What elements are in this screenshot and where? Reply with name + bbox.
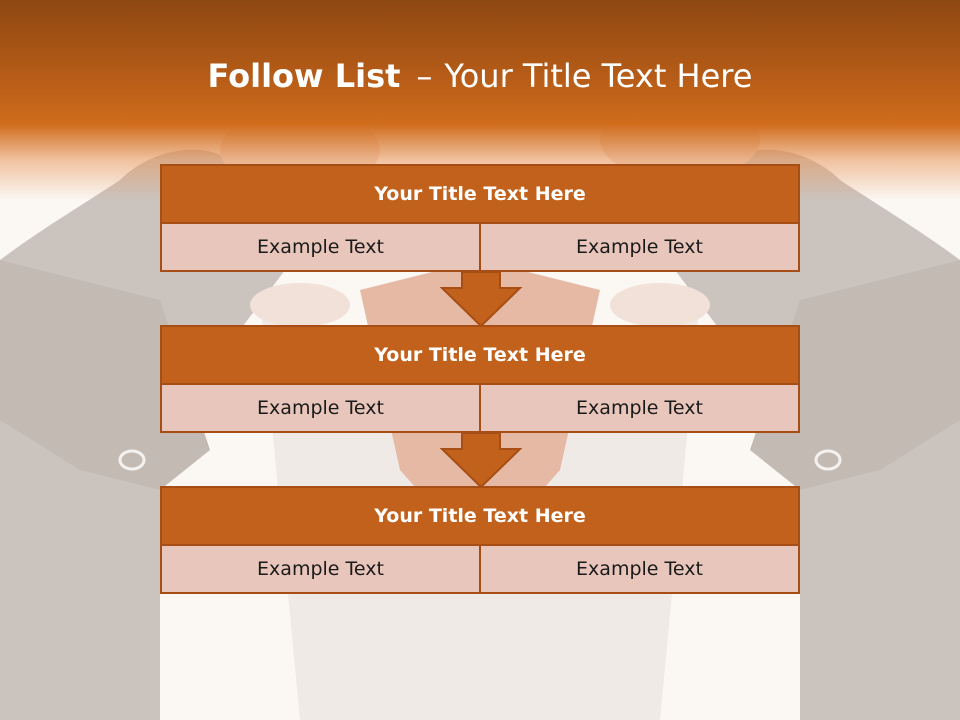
step-title: Your Title Text Here: [162, 488, 798, 546]
slide-title-bold: Follow List: [207, 57, 401, 95]
step-cell-left: Example Text: [257, 558, 384, 580]
step-box-1: Your Title Text Here Example Text Exampl…: [160, 164, 800, 272]
step-cell-right: Example Text: [479, 385, 798, 431]
slide-title-separator: –: [416, 57, 433, 95]
step-cell-left: Example Text: [257, 397, 384, 419]
slide-title-text: Your Title Text Here: [444, 57, 753, 95]
step-title: Your Title Text Here: [162, 327, 798, 385]
step-cell-right: Example Text: [479, 546, 798, 592]
step-cells: Example Text Example Text: [162, 546, 798, 592]
step-cells: Example Text Example Text: [162, 385, 798, 431]
slide-title: Follow List–Your Title Text Here: [0, 52, 960, 100]
step-box-3: Your Title Text Here Example Text Exampl…: [160, 486, 800, 594]
step-title: Your Title Text Here: [162, 166, 798, 224]
down-arrow-icon: [439, 432, 523, 489]
step-cells: Example Text Example Text: [162, 224, 798, 270]
down-arrow-icon: [439, 271, 523, 328]
step-cell-right: Example Text: [479, 224, 798, 270]
step-box-2: Your Title Text Here Example Text Exampl…: [160, 325, 800, 433]
step-cell-left: Example Text: [257, 236, 384, 258]
